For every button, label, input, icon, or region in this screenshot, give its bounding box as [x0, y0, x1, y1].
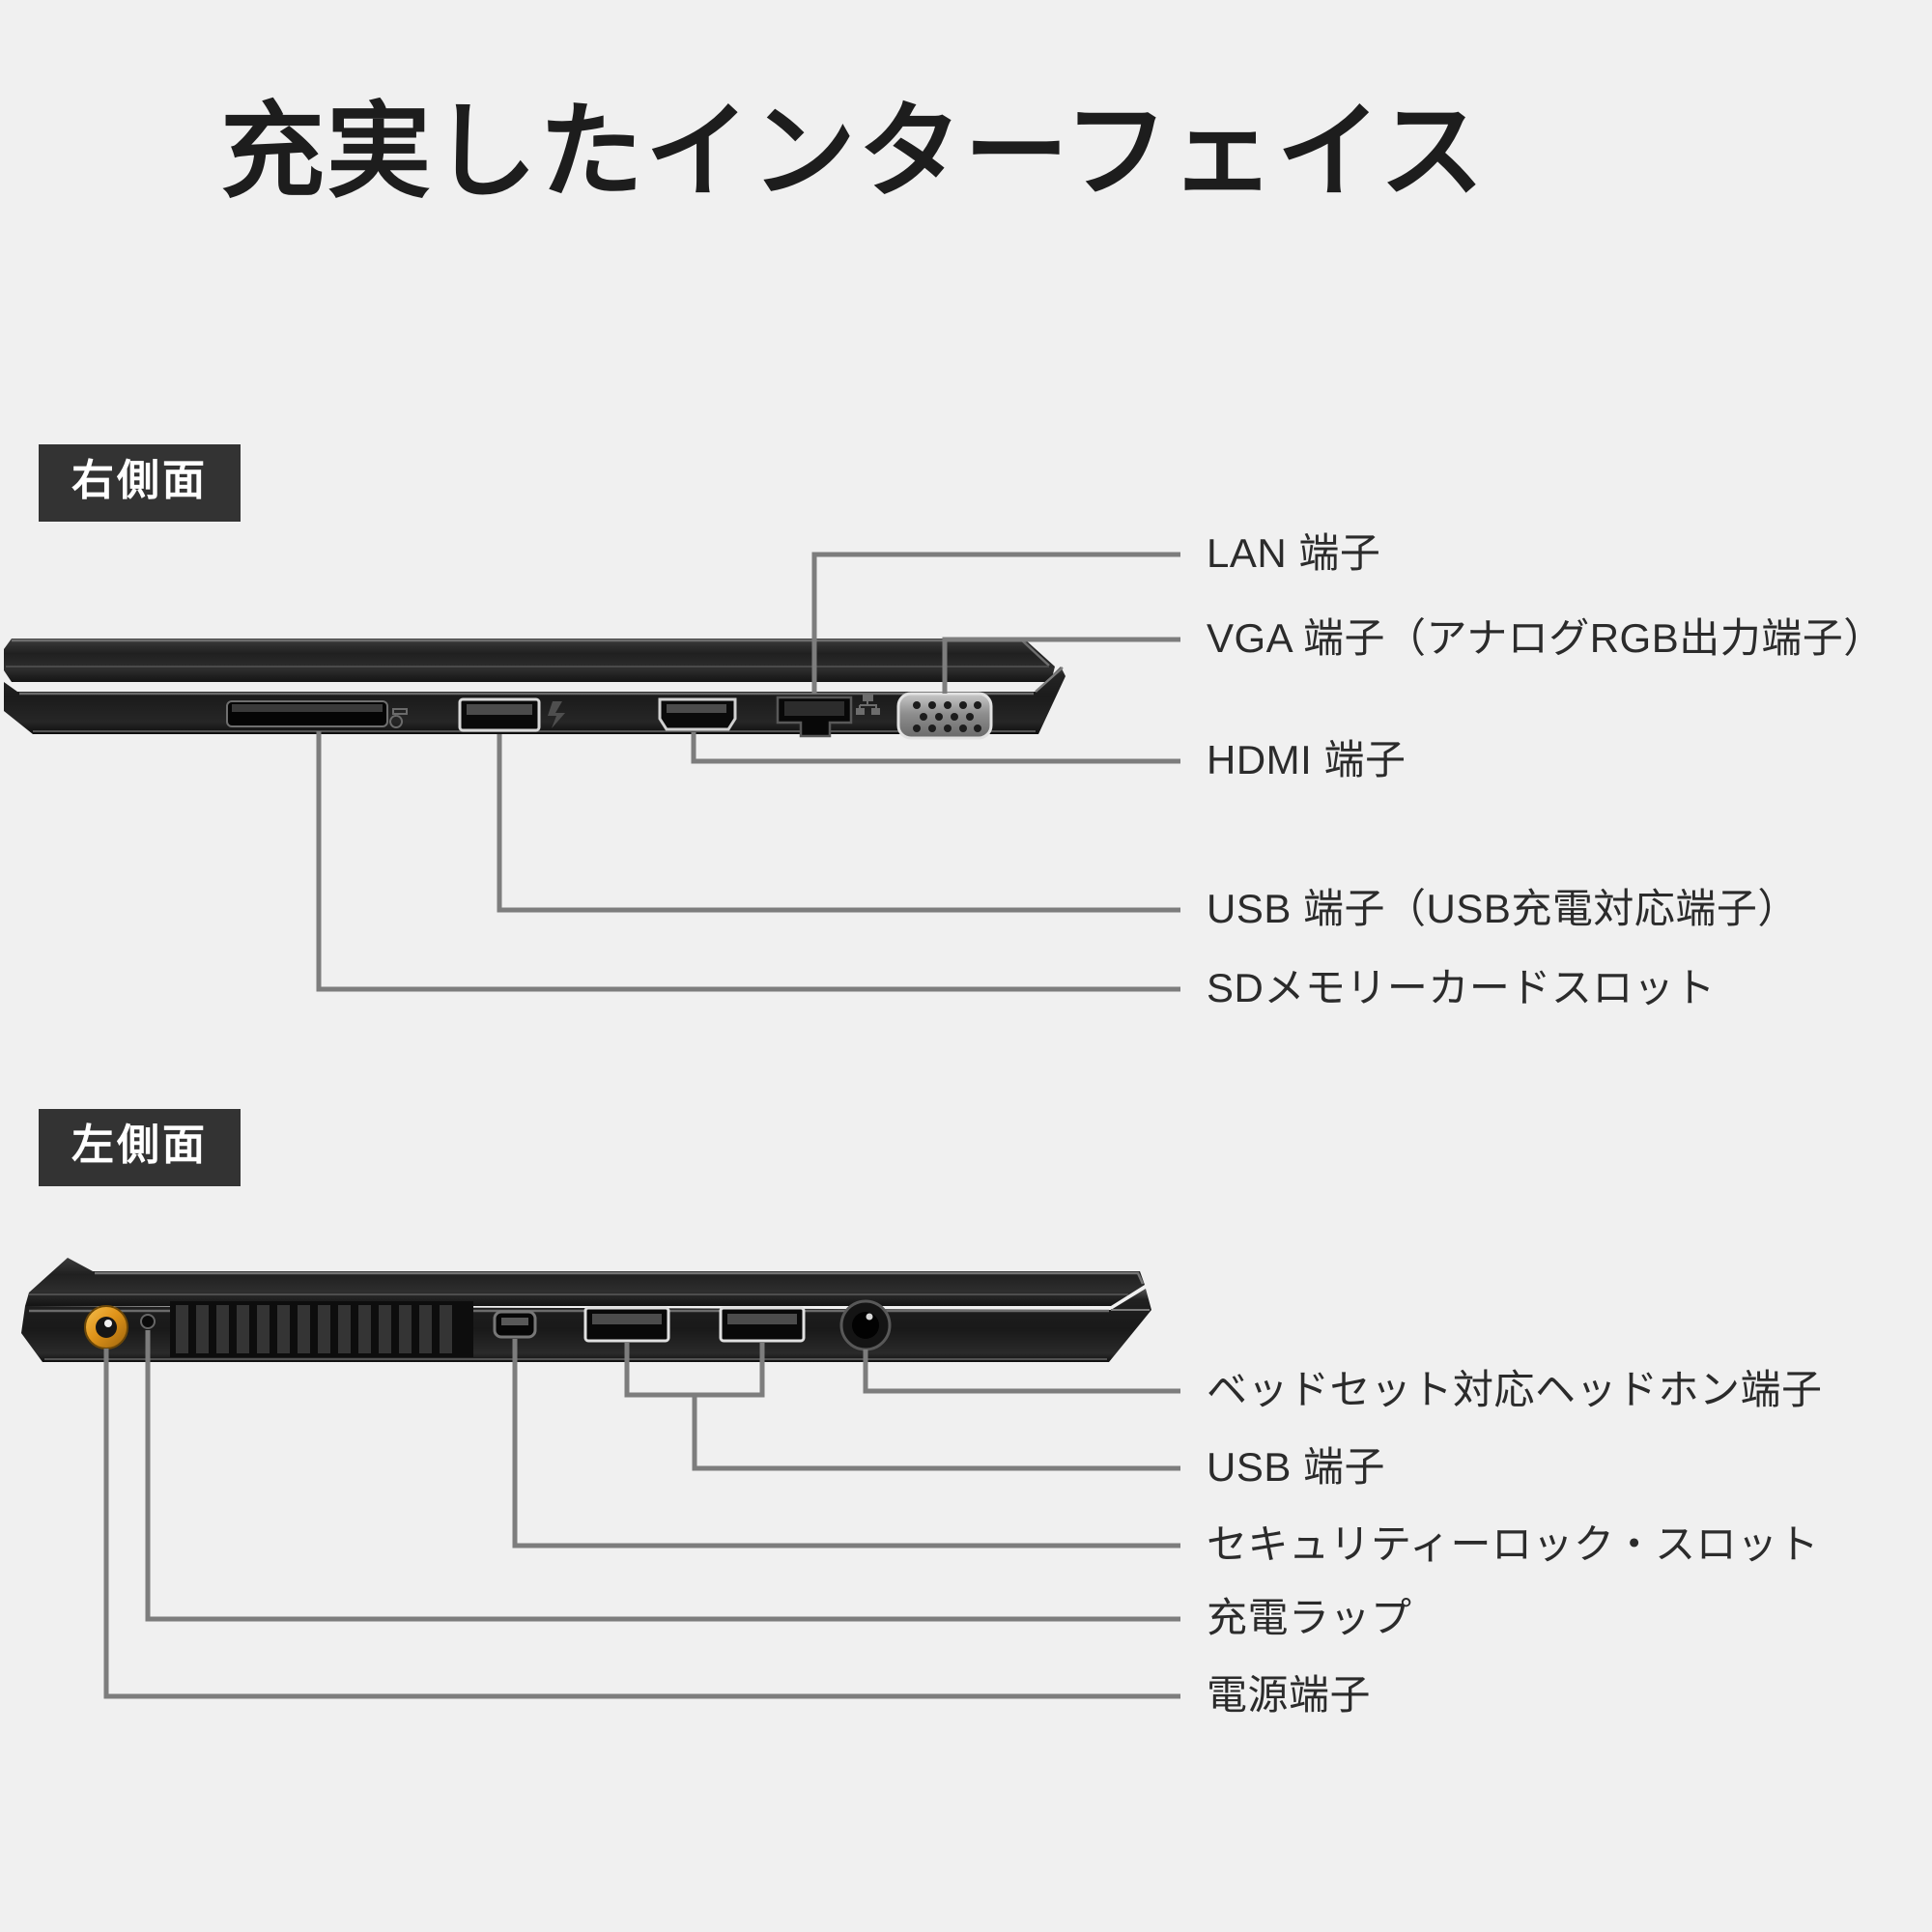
laptop-lid-left [25, 1258, 1145, 1306]
callout-lan-port: LAN 端子 [1207, 530, 1381, 576]
laptop-lid-right [4, 639, 1055, 682]
hdmi-port [658, 697, 737, 731]
usb-port-left-1 [583, 1306, 670, 1343]
callout-hdmi-port: HDMI 端子 [1207, 737, 1406, 782]
section-badge-right-side: 右側面 [39, 444, 241, 522]
callout-sd-card-slot: SDメモリーカードスロット [1207, 965, 1716, 1010]
sd-card-icon [389, 708, 408, 728]
lan-network-icon [856, 694, 880, 715]
vent-grille [170, 1301, 473, 1357]
security-lock-slot [493, 1310, 537, 1339]
charging-status-led [140, 1314, 156, 1329]
power-jack [84, 1305, 128, 1350]
section-badge-left-side: 左側面 [39, 1109, 241, 1186]
usb-port-right [458, 697, 541, 732]
usb-port-left-2 [719, 1306, 806, 1343]
leader-lines-right [316, 552, 1180, 992]
callout-charging-lamp: 充電ラップ [1207, 1595, 1412, 1640]
callout-usb-charging-port: USB 端子（USB充電対応端子） [1207, 886, 1799, 931]
callout-vga-port: VGA 端子（アナログRGB出力端子） [1207, 615, 1885, 661]
page-title: 充実したインターフェイス [220, 93, 1487, 210]
sd-card-slot [226, 700, 388, 727]
vga-port [896, 692, 993, 740]
callout-usb-port: USB 端子 [1207, 1444, 1386, 1490]
headphone-jack [839, 1299, 892, 1351]
callout-headset-headphone-jack: ベッドセット対応ヘッドホン端子 [1207, 1367, 1823, 1412]
usb-charging-bolt-icon [548, 701, 565, 728]
lan-port [776, 696, 853, 738]
callout-power-jack: 電源端子 [1207, 1672, 1372, 1718]
leader-lines-left [103, 1330, 1180, 1699]
callout-security-lock-slot: セキュリティーロック・スロット [1207, 1521, 1820, 1567]
